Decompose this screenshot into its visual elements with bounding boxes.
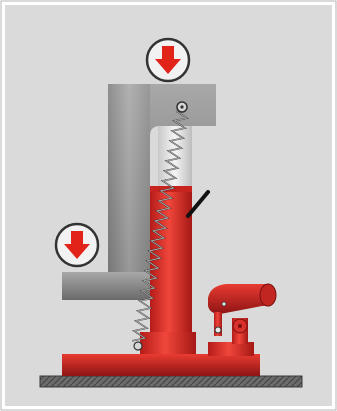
force-arrow-top	[147, 39, 189, 81]
jack-collar	[140, 332, 196, 354]
load-frame-foot	[62, 272, 150, 300]
force-arrow-bottom	[56, 224, 98, 266]
jack-base	[62, 354, 260, 376]
load-frame-column	[108, 84, 150, 300]
spring-bottom-pin	[134, 342, 142, 350]
ground-plate	[40, 376, 302, 387]
piston-rod	[158, 118, 192, 190]
